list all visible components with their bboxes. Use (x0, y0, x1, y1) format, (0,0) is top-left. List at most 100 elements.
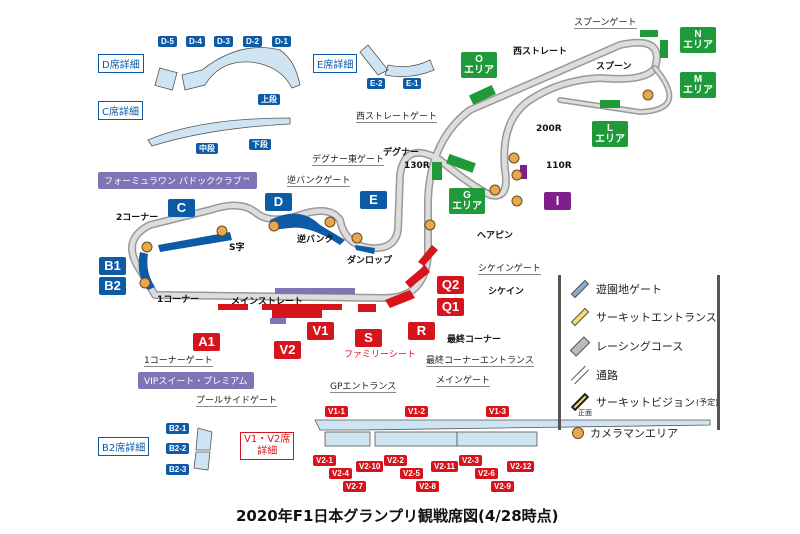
stand-q2[interactable]: Q2 (437, 276, 464, 294)
cameraman-areas (139, 89, 654, 289)
section-v2-6[interactable]: V2-6 (475, 468, 498, 479)
section-d4[interactable]: D-4 (186, 36, 205, 47)
corner-1: 1コーナー (157, 295, 200, 305)
v-detail-label: V1・V2席 詳細 (240, 432, 295, 460)
legend-label: 通路 (596, 369, 618, 382)
page-title: 2020年F1日本グランプリ観戦席図(4/28時点) (236, 507, 559, 525)
section-v1-3[interactable]: V1-3 (486, 406, 509, 417)
stand-c[interactable]: C (168, 199, 195, 217)
legend-frame (558, 275, 720, 430)
section-c-upper[interactable]: 上段 (258, 94, 280, 105)
stand-s[interactable]: S (355, 329, 382, 347)
section-c-middle[interactable]: 中段 (196, 143, 218, 154)
detail-shapes (147, 44, 711, 471)
legend-label: カメラマンエリア (590, 427, 678, 440)
corner-130r: 130R (404, 161, 430, 171)
corner-2: 2コーナー (116, 213, 159, 223)
section-v2-7[interactable]: V2-7 (343, 481, 366, 492)
section-d1[interactable]: D-1 (272, 36, 291, 47)
section-v2-3[interactable]: V2-3 (459, 455, 482, 466)
section-v2-8[interactable]: V2-8 (416, 481, 439, 492)
section-v2-1[interactable]: V2-1 (313, 455, 336, 466)
stand-b2[interactable]: B2 (99, 277, 126, 295)
section-v2-11[interactable]: V2-11 (431, 461, 458, 472)
area-n-letter: N (694, 29, 702, 40)
area-suffix: エリア (595, 134, 625, 145)
section-v2-10[interactable]: V2-10 (356, 461, 384, 472)
vip-suite-label[interactable]: VIPスイート・プレミアム (138, 372, 254, 389)
section-v1-2[interactable]: V1-2 (405, 406, 428, 417)
legend-circuit-entrance: サーキットエントランス (570, 307, 717, 327)
section-v2-2[interactable]: V2-2 (384, 455, 407, 466)
section-v2-12[interactable]: V2-12 (507, 461, 535, 472)
legend-circuit-vision: サーキットビジョン(予定) (570, 392, 718, 412)
area-suffix: エリア (683, 85, 713, 96)
section-e1[interactable]: E-1 (403, 78, 422, 89)
section-b2-1[interactable]: B2-1 (166, 423, 190, 434)
legend-label: サーキットビジョン (596, 396, 695, 409)
area-g-letter: G (463, 190, 471, 201)
legend-cameraman-area: カメラマンエリア (572, 425, 678, 441)
main-straight: メインストレート (231, 297, 303, 307)
area-suffix: エリア (452, 201, 482, 212)
stand-r[interactable]: R (408, 322, 435, 340)
section-d5[interactable]: D-5 (158, 36, 177, 47)
area-m-letter: M (693, 74, 703, 85)
section-d2[interactable]: D-2 (243, 36, 262, 47)
gate-reverse-bank: 逆バンクゲート (287, 173, 351, 187)
section-b2-2[interactable]: B2-2 (166, 443, 190, 454)
gate-poolside: プールサイドゲート (196, 393, 278, 407)
circuit-entrance-icon (570, 307, 590, 327)
section-e2[interactable]: E-2 (367, 78, 386, 89)
family-seat-label: ファミリーシート (344, 350, 416, 360)
spoon: スプーン (596, 62, 632, 72)
chicane: シケイン (488, 287, 524, 297)
gate-degner-east: デグナー東ゲート (312, 152, 385, 166)
legend-amusement-gate: 遊園地ゲート (570, 279, 662, 299)
stand-i[interactable]: I (544, 192, 571, 210)
stand-a1[interactable]: A1 (193, 333, 220, 351)
gate-west-straight: 西ストレートゲート (356, 109, 438, 123)
stand-d[interactable]: D (265, 193, 292, 211)
stand-v2[interactable]: V2 (274, 341, 301, 359)
amusement-gate-icon (570, 279, 590, 299)
corner-200r: 200R (536, 124, 562, 134)
stand-e[interactable]: E (360, 191, 387, 209)
degner: デグナー (383, 148, 420, 158)
gate-spoon: スプーンゲート (574, 15, 637, 29)
section-v1-1[interactable]: V1-1 (325, 406, 348, 417)
dunlop: ダンロップ (347, 256, 393, 266)
stand-b1[interactable]: B1 (99, 257, 126, 275)
section-v2-5[interactable]: V2-5 (400, 468, 423, 479)
paddock-club-label[interactable]: フォーミュラワン パドッククラブ™ (98, 172, 257, 189)
gate-corner-1: 1コーナーゲート (144, 353, 213, 367)
area-o-letter: O (475, 54, 483, 65)
walkway-icon (570, 365, 590, 385)
section-d3[interactable]: D-3 (214, 36, 233, 47)
legend-front-note: 正面 (578, 409, 592, 417)
e-detail-label: E席詳細 (313, 54, 358, 73)
west-straight: 西ストレート (513, 47, 568, 57)
section-c-lower[interactable]: 下段 (249, 139, 271, 150)
stand-v1[interactable]: V1 (307, 322, 334, 340)
b2-detail-label: B2席詳細 (98, 437, 150, 456)
racing-course-icon (569, 335, 591, 357)
gate-gp-entrance: GPエントランス (330, 379, 397, 393)
legend-walkway: 通路 (570, 365, 618, 385)
legend-racing-course: レーシングコース (569, 335, 683, 357)
stand-shapes (138, 30, 668, 324)
section-b2-3[interactable]: B2-3 (166, 464, 190, 475)
stand-q1[interactable]: Q1 (437, 298, 464, 316)
area-l-letter: L (606, 123, 614, 134)
final-corner: 最終コーナー (447, 335, 502, 345)
reverse-bank: 逆バンク (297, 235, 334, 245)
section-v2-9[interactable]: V2-9 (491, 481, 514, 492)
hairpin: ヘアピン (477, 231, 514, 241)
section-v2-4[interactable]: V2-4 (329, 468, 352, 479)
